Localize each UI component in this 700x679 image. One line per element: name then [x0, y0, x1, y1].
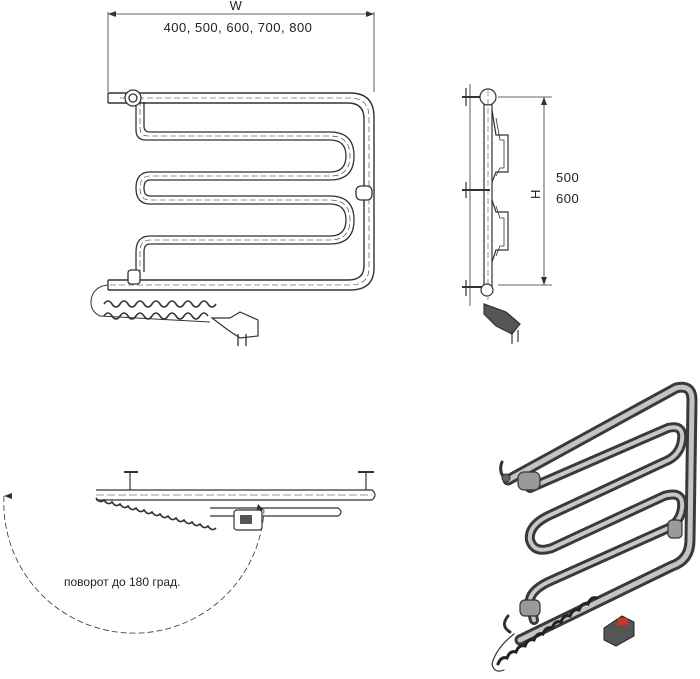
side-view: [462, 84, 552, 344]
width-dimension: [107, 11, 375, 92]
front-view: [90, 11, 375, 346]
height-value-500: 500: [556, 170, 579, 185]
iso-view: [491, 381, 698, 672]
top-view: [3, 471, 376, 634]
width-symbol: W: [230, 0, 243, 13]
height-dimension: [498, 96, 552, 286]
rotation-note: поворот до 180 град.: [64, 575, 180, 589]
height-symbol: H: [528, 189, 543, 199]
width-values: 400, 500, 600, 700, 800: [164, 20, 313, 35]
height-value-600: 600: [556, 191, 579, 206]
